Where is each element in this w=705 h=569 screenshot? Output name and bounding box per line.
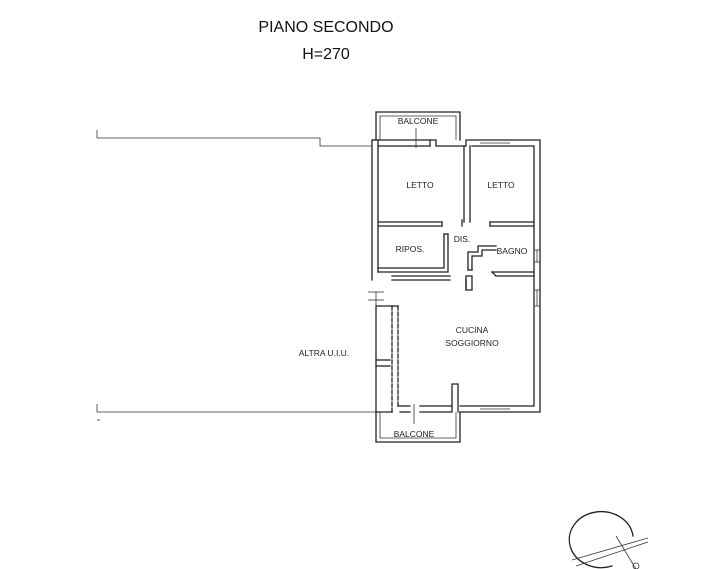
balcony-bottom: [375, 404, 461, 443]
room-label-altra: ALTRA U.I.U.: [299, 348, 349, 358]
room-label-cucina: CUCINA: [456, 325, 489, 335]
adjacent-unit-outline: [96, 130, 376, 421]
room-label-dis: DIS.: [454, 234, 471, 244]
room-label-letto-left: LETTO: [406, 180, 434, 190]
interior-walls: [377, 142, 540, 410]
room-label-letto-right: LETTO: [487, 180, 515, 190]
room-label-bagno: BAGNO: [497, 246, 528, 256]
plan-height: H=270: [302, 46, 350, 63]
north-arrow-icon: [568, 510, 649, 569]
balcony-top: [375, 111, 461, 148]
room-label-balcone-top: BALCONE: [398, 116, 439, 126]
room-label-ripos: RIPOS.: [396, 244, 425, 254]
room-label-balcone-bottom: BALCONE: [394, 429, 435, 439]
room-label-soggiorno: SOGGIORNO: [445, 338, 499, 348]
plan-title: PIANO SECONDO: [258, 19, 394, 36]
